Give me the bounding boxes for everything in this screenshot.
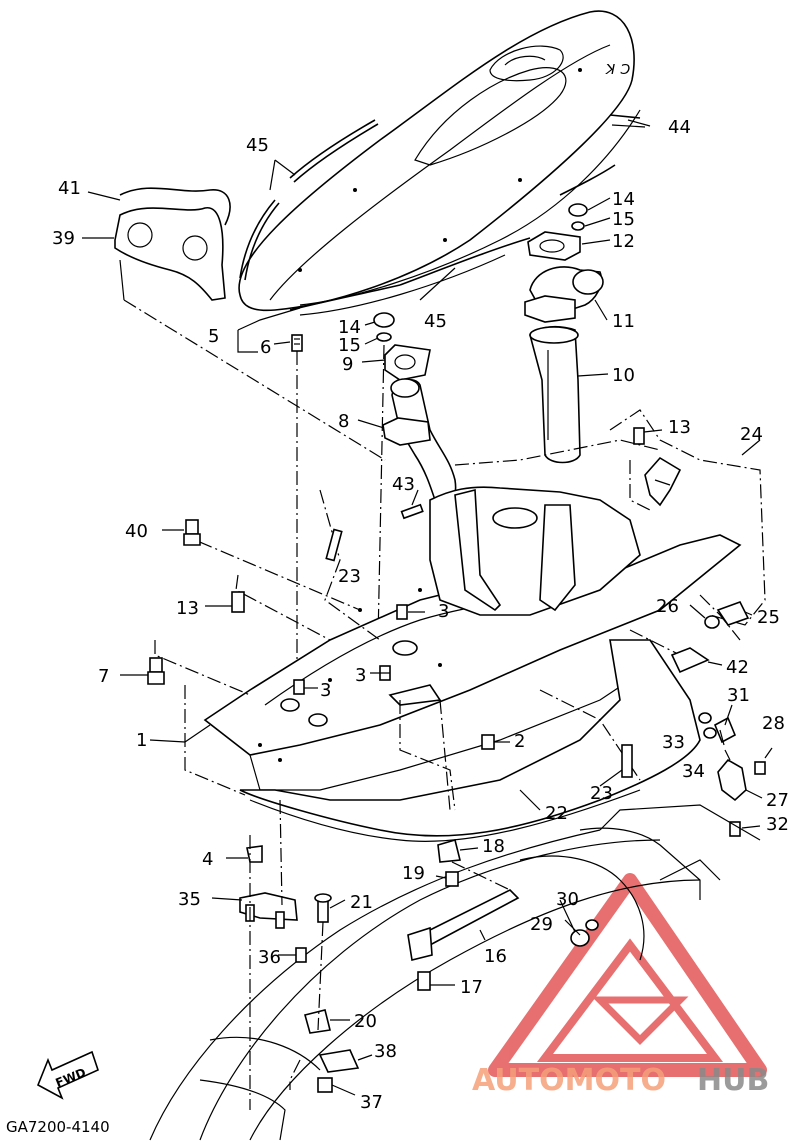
watermark-logo	[488, 873, 767, 1077]
left-bolts	[120, 519, 245, 685]
label-29: 29	[530, 914, 553, 935]
watermark-prefix: AUTOMOTO	[472, 1063, 666, 1098]
label-9: 9	[342, 354, 353, 375]
label-21: 21	[350, 892, 373, 913]
trim-strips-45	[239, 119, 616, 311]
label-12: 12	[612, 231, 635, 252]
bracket-39-41	[82, 187, 231, 301]
label-11: 11	[612, 311, 635, 332]
label-35: 35	[178, 889, 201, 910]
label-27: 27	[766, 790, 789, 811]
label-24: 24	[740, 424, 763, 445]
elbow-duct-8	[382, 378, 457, 503]
label-3-left: 3	[320, 680, 331, 701]
watermark-text: AUTOMOTO HUB	[472, 1063, 769, 1098]
label-3-mid: 3	[355, 665, 366, 686]
bolt-2	[481, 734, 495, 750]
label-32: 32	[766, 814, 789, 835]
label-17: 17	[460, 977, 483, 998]
label-44: 44	[668, 117, 691, 138]
svg-text:ꓘ ꓛ: ꓘ ꓛ	[605, 62, 631, 78]
label-8: 8	[338, 411, 349, 432]
label-14-left: 14	[338, 317, 361, 338]
label-2: 2	[514, 731, 525, 752]
latch-27	[698, 704, 773, 837]
diagram-code: GA7200-4140	[6, 1118, 110, 1136]
label-5: 5	[208, 326, 219, 347]
label-37: 37	[360, 1092, 383, 1113]
label-20: 20	[354, 1011, 377, 1032]
clips-23-43	[325, 489, 633, 778]
label-23-bottom: 23	[590, 783, 613, 804]
washer-30	[585, 919, 599, 931]
hull-outline	[149, 804, 761, 1141]
label-33: 33	[662, 732, 685, 753]
label-14-right: 14	[612, 189, 635, 210]
lower-left-hardware	[211, 799, 373, 1110]
label-4: 4	[202, 849, 213, 870]
label-25: 25	[757, 607, 780, 628]
grommet-29	[570, 929, 590, 947]
label-7: 7	[98, 666, 109, 687]
right-small-parts	[629, 427, 761, 674]
label-1: 1	[136, 730, 147, 751]
label-18: 18	[482, 836, 505, 857]
label-22: 22	[545, 803, 568, 824]
label-41: 41	[58, 178, 81, 199]
label-45-bottom: 45	[424, 311, 447, 332]
label-15-left: 15	[338, 335, 361, 356]
label-31: 31	[727, 685, 750, 706]
label-28: 28	[762, 713, 785, 734]
gasket-12	[527, 203, 588, 261]
leader-lines	[149, 124, 646, 936]
label-38: 38	[374, 1041, 397, 1062]
watermark-suffix: HUB	[697, 1063, 769, 1098]
fwd-arrow: FWD	[36, 1050, 99, 1100]
label-36: 36	[258, 947, 281, 968]
hood-cover: ꓘ ꓛ	[238, 10, 641, 316]
label-43: 43	[392, 474, 415, 495]
label-13-right: 13	[668, 417, 691, 438]
bolts-3	[293, 604, 425, 695]
label-23-top: 23	[338, 566, 361, 587]
label-34: 34	[682, 761, 705, 782]
label-6: 6	[260, 337, 271, 358]
duct-10	[529, 325, 581, 464]
label-13-left: 13	[176, 598, 199, 619]
label-3-top: 3	[438, 601, 449, 622]
label-15-right: 15	[612, 209, 635, 230]
label-30: 30	[556, 889, 579, 910]
label-42: 42	[726, 657, 749, 678]
label-39: 39	[52, 228, 75, 249]
elbow-11	[524, 266, 604, 323]
deck-cover-1	[203, 486, 742, 842]
label-10: 10	[612, 365, 635, 386]
label-40: 40	[125, 521, 148, 542]
strap-16	[407, 838, 520, 991]
label-16: 16	[484, 946, 507, 967]
nut-washer-gasket-9	[373, 312, 431, 641]
label-45-top: 45	[246, 135, 269, 156]
part-labels: 44 45 45 41 39 14 15 12 11 10 5 6 14 15 …	[52, 117, 789, 1113]
label-26: 26	[656, 596, 679, 617]
bolt-6	[291, 334, 303, 690]
label-19: 19	[402, 863, 425, 884]
